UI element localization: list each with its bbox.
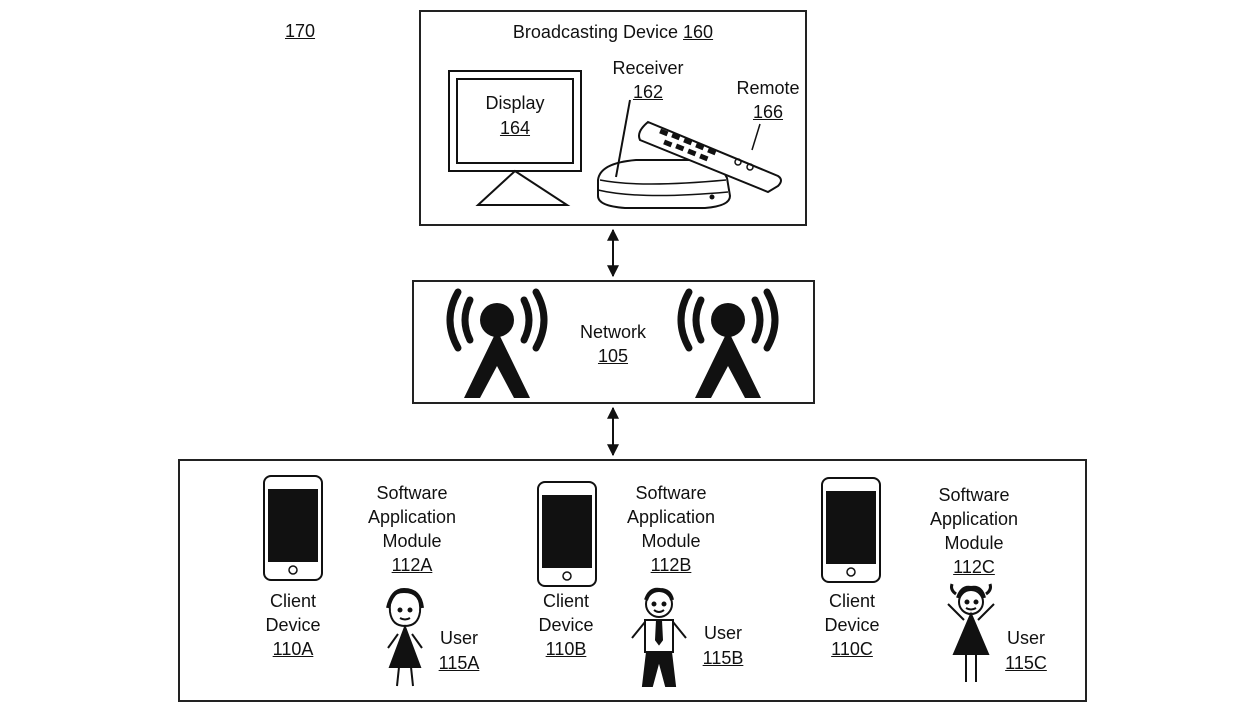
receiver-label: Receiver (612, 58, 684, 78)
software-110a-ref: 112A (391, 555, 433, 575)
software-110c-line2: Application (929, 509, 1019, 529)
antenna-tower-right-icon (677, 288, 779, 398)
software-110c-ref: 112C (953, 557, 995, 577)
software-110a-line3: Module (382, 531, 442, 551)
software-110c-line3: Module (944, 533, 1004, 553)
software-110b-line3: Module (641, 531, 701, 551)
client-device-110b-line1: Client (542, 591, 590, 611)
client-device-110a-ref: 110A (272, 639, 314, 659)
user-115c-ref: 115C (1005, 653, 1047, 673)
figure-ref: 170 (285, 21, 316, 41)
software-110a-line2: Application (367, 507, 457, 527)
user-115b-ref: 115B (702, 648, 744, 668)
client-device-110a-line2: Device (265, 615, 321, 635)
user-115a-ref: 115A (438, 653, 480, 673)
display-label: Display (485, 93, 545, 113)
network-label: Network (579, 322, 646, 342)
broadcasting-device-label: Broadcasting Device (512, 22, 679, 42)
broadcasting-device-ref: 160 (683, 22, 714, 42)
user-man-icon (631, 587, 687, 687)
client-device-110c-ref: 110C (831, 639, 873, 659)
user-115c-label: User (1006, 628, 1045, 648)
client-device-110b-ref: 110B (545, 639, 587, 659)
antenna-tower-left-icon (446, 288, 548, 398)
phone-110c-icon (821, 477, 881, 583)
software-110b-line1: Software (635, 483, 707, 503)
phone-110b-icon (537, 481, 597, 587)
user-115a-label: User (439, 628, 478, 648)
user-115b-label: User (703, 623, 742, 643)
user-child-icon (947, 583, 995, 682)
client-device-110c-line2: Device (824, 615, 880, 635)
display-ref: 164 (499, 118, 531, 138)
client-device-110b-line2: Device (538, 615, 594, 635)
receiver-ref: 162 (632, 82, 664, 102)
broadcasting-device-title: Broadcasting Device 160 (419, 20, 807, 44)
phone-110a-icon (263, 475, 323, 581)
software-110b-line2: Application (626, 507, 716, 527)
remote-label: Remote (736, 78, 800, 98)
remote-ref: 166 (752, 102, 784, 122)
display-monitor-icon (448, 70, 582, 206)
remote-icon (638, 120, 782, 194)
software-110b-ref: 112B (650, 555, 692, 575)
user-girl-icon (386, 587, 424, 687)
client-area-box (178, 459, 1087, 702)
network-ref: 105 (597, 346, 629, 366)
client-device-110a-line1: Client (269, 591, 317, 611)
receiver-icon (597, 99, 732, 209)
software-110a-line1: Software (376, 483, 448, 503)
software-110c-line1: Software (938, 485, 1010, 505)
client-device-110c-line1: Client (828, 591, 876, 611)
